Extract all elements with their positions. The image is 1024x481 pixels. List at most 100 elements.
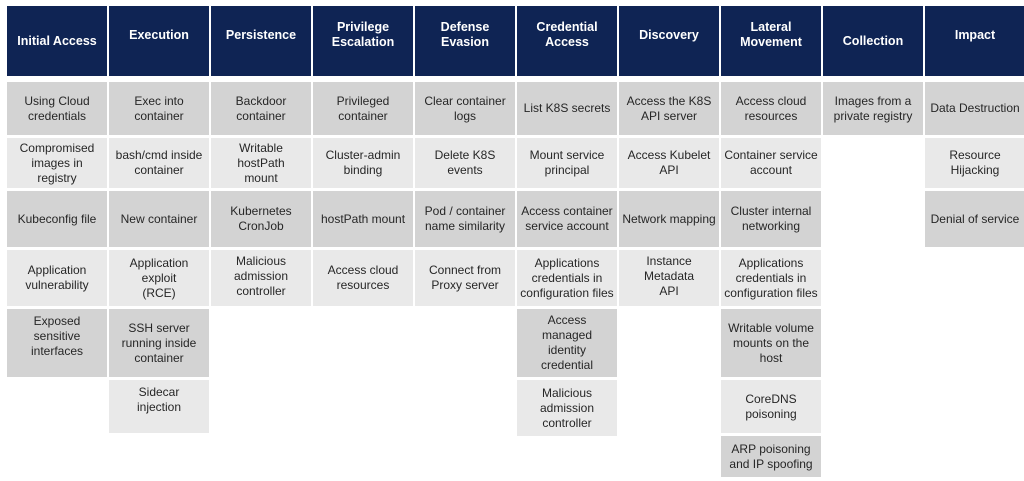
technique-cell: Images from a private registry <box>823 82 923 135</box>
technique-cell: Compromised images in registry <box>7 138 107 188</box>
technique-label: Instance Metadata API <box>643 254 695 298</box>
technique-cell: hostPath mount <box>313 191 413 247</box>
technique-cell: Cluster-admin binding <box>313 138 413 188</box>
column-impact: Impact Data Destruction Resource Hijacki… <box>925 6 1024 480</box>
technique-label: Sidecar injection <box>136 385 182 414</box>
technique-label: Kubernetes CronJob <box>230 204 292 233</box>
technique-label: Privileged container <box>336 93 390 123</box>
technique-cell: Network mapping <box>619 191 719 247</box>
technique-cell: Instance Metadata API <box>619 250 719 306</box>
technique-cell: Exposed sensitive interfaces <box>7 309 107 377</box>
technique-cell: Access cloud resources <box>313 250 413 306</box>
technique-label: Exposed sensitive interfaces <box>30 314 84 358</box>
header-label: Persistence <box>225 28 297 42</box>
technique-label: Applications credentials in configuratio… <box>520 255 614 300</box>
technique-label: SSH server running inside container <box>121 320 197 365</box>
technique-cell: Access container service account <box>517 191 617 247</box>
technique-label: bash/cmd inside container <box>115 148 203 177</box>
technique-cell: Writable hostPath mount <box>211 138 311 188</box>
column-header: Lateral Movement <box>721 6 821 76</box>
column-credential-access: Credential Access List K8S secrets Mount… <box>517 6 617 480</box>
header-label: Defense Evasion <box>440 20 490 49</box>
header-label: Impact <box>954 28 996 42</box>
technique-cell: Resource Hijacking <box>925 138 1024 188</box>
header-label: Credential Access <box>536 20 598 49</box>
technique-label: Applications credentials in configuratio… <box>724 255 818 300</box>
technique-cell: Applications credentials in configuratio… <box>721 250 821 306</box>
column-header: Initial Access <box>7 6 107 76</box>
technique-label: Resource Hijacking <box>949 148 1001 177</box>
header-label: Initial Access <box>17 33 97 48</box>
technique-label: Kubeconfig file <box>17 211 97 226</box>
technique-cell: Data Destruction <box>925 82 1024 135</box>
column-header: Impact <box>925 6 1024 76</box>
technique-cell: Access the K8S API server <box>619 82 719 135</box>
technique-label: Access cloud resources <box>735 93 807 123</box>
technique-label: Backdoor container <box>235 93 287 123</box>
technique-cell: Malicious admission controller <box>211 250 311 306</box>
technique-label: Container service account <box>724 148 818 177</box>
technique-cell: Cluster internal networking <box>721 191 821 247</box>
technique-cell: Access cloud resources <box>721 82 821 135</box>
technique-cell: List K8S secrets <box>517 82 617 135</box>
technique-label: Denial of service <box>930 211 1020 226</box>
column-collection: Collection Images from a private registr… <box>823 6 923 480</box>
technique-label: Access Kubelet API <box>627 148 711 177</box>
technique-label: Connect from Proxy server <box>428 263 502 292</box>
technique-cell: Pod / container name similarity <box>415 191 515 247</box>
technique-label: Access container service account <box>521 204 613 233</box>
technique-label: Access cloud resources <box>327 263 399 292</box>
technique-cell: Application vulnerability <box>7 250 107 306</box>
technique-cell: Kubeconfig file <box>7 191 107 247</box>
technique-label: List K8S secrets <box>523 101 611 115</box>
technique-cell: Mount service principal <box>517 138 617 188</box>
technique-cell: Connect from Proxy server <box>415 250 515 306</box>
technique-cell: Malicious admission controller <box>517 380 617 436</box>
technique-cell: Applications credentials in configuratio… <box>517 250 617 306</box>
technique-label: Mount service principal <box>529 148 605 177</box>
technique-label: Cluster internal networking <box>730 204 812 233</box>
technique-label: Compromised images in registry <box>19 140 95 185</box>
column-defense-evasion: Defense Evasion Clear container logs Del… <box>415 6 515 480</box>
technique-cell: SSH server running inside container <box>109 309 209 377</box>
technique-label: Access the K8S API server <box>626 93 712 123</box>
column-persistence: Persistence Backdoor container Writable … <box>211 6 311 480</box>
technique-cell: Container service account <box>721 138 821 188</box>
technique-cell: bash/cmd inside container <box>109 138 209 188</box>
column-execution: Execution Exec into container bash/cmd i… <box>109 6 209 480</box>
technique-label: New container <box>120 211 198 226</box>
technique-label: hostPath mount <box>320 211 406 226</box>
technique-label: Exec into container <box>134 93 184 123</box>
technique-label: Network mapping <box>622 211 716 226</box>
threat-matrix: Initial Access Using Cloud credentials C… <box>7 6 1024 480</box>
technique-label: Cluster-admin binding <box>325 148 401 177</box>
technique-label: Images from a private registry <box>833 93 913 123</box>
column-header: Privilege Escalation <box>313 6 413 76</box>
technique-label: Application vulnerability <box>25 263 89 292</box>
column-header: Defense Evasion <box>415 6 515 76</box>
column-initial-access: Initial Access Using Cloud credentials C… <box>7 6 107 480</box>
technique-cell: Access Kubelet API <box>619 138 719 188</box>
column-header: Discovery <box>619 6 719 76</box>
technique-cell: Application exploit (RCE) <box>109 250 209 306</box>
column-header: Collection <box>823 6 923 76</box>
technique-cell: Access managed identity credential <box>517 309 617 377</box>
technique-label: Application exploit (RCE) <box>129 255 189 300</box>
header-label: Privilege Escalation <box>331 20 395 49</box>
technique-cell: Kubernetes CronJob <box>211 191 311 247</box>
technique-cell: Clear container logs <box>415 82 515 135</box>
technique-label: Data Destruction <box>930 101 1020 115</box>
header-label: Discovery <box>639 28 699 42</box>
column-header: Persistence <box>211 6 311 76</box>
technique-cell: ARP poisoning and IP spoofing <box>721 436 821 477</box>
technique-cell: CoreDNS poisoning <box>721 380 821 433</box>
column-discovery: Discovery Access the K8S API server Acce… <box>619 6 719 480</box>
technique-label: Using Cloud credentials <box>24 93 90 123</box>
technique-label: CoreDNS poisoning <box>745 391 797 421</box>
column-privilege-escalation: Privilege Escalation Privileged containe… <box>313 6 413 480</box>
header-label: Lateral Movement <box>740 20 802 49</box>
technique-cell: Backdoor container <box>211 82 311 135</box>
technique-label: Writable volume mounts on the host <box>728 320 814 365</box>
technique-label: Pod / container name similarity <box>424 204 506 233</box>
technique-cell: Privileged container <box>313 82 413 135</box>
